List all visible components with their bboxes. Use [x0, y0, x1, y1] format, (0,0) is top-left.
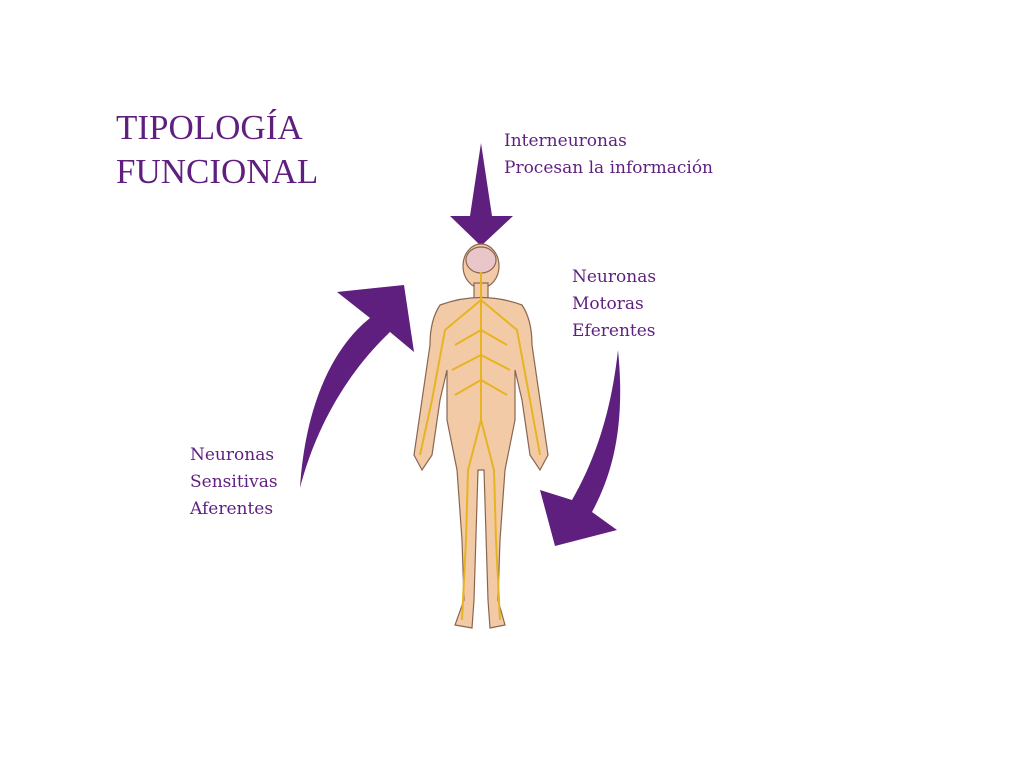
label-line: Eferentes: [572, 321, 656, 341]
label-line: Neuronas: [572, 267, 657, 287]
label-line: Neuronas: [190, 445, 275, 465]
arrow-curved-motoras: [540, 350, 621, 546]
label-line: Motoras: [572, 294, 644, 314]
title-line-1: TIPOLOGÍA: [116, 108, 303, 147]
label-motoras: Neuronas Motoras Eferentes: [572, 264, 656, 345]
label-interneuronas: Interneuronas Procesan la información: [504, 128, 713, 182]
slide-title: TIPOLOGÍA FUNCIONAL: [116, 106, 318, 194]
arrow-down-interneuronas: [450, 143, 513, 246]
arrow-curved-sensitivas: [300, 285, 414, 488]
label-line: Sensitivas: [190, 472, 278, 492]
label-line: Interneuronas: [504, 131, 627, 151]
label-sensitivas: Neuronas Sensitivas Aferentes: [190, 442, 278, 523]
title-line-2: FUNCIONAL: [116, 152, 319, 191]
label-line: Aferentes: [190, 499, 274, 519]
label-line: Procesan la información: [504, 158, 714, 178]
human-nervous-system-illustration: [413, 243, 549, 629]
